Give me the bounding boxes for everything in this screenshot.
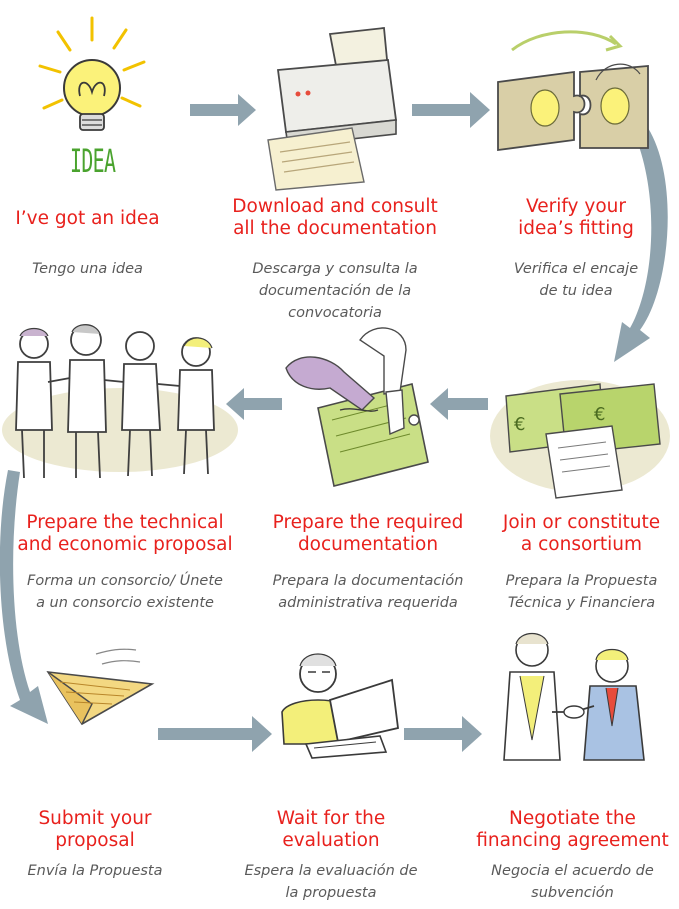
step-5-subtitle: Prepara la documentación administrativa … [272,573,464,611]
step-8-subtitle: Espera la evaluación de la propuesta [244,863,418,901]
signing-icon [285,327,429,487]
laptop-user-icon [281,653,399,759]
svg-text:€: € [594,404,605,425]
step-7-subtitle: Envía la Propuesta [27,863,163,879]
step-9-subtitle: Negocia el acuerdo de subvención [491,863,654,901]
paper-plane-icon [46,648,155,726]
team-icon [2,324,238,479]
printer-icon [267,27,398,191]
step-9-title: Negotiate the financing agreement [476,808,669,851]
money-icon: € € [490,380,670,499]
step-7-title: Submit your proposal [38,808,152,851]
arrow-5-to-4 [226,388,282,420]
arrow-1-to-2 [190,94,256,126]
handshake-icon [503,632,645,761]
lightbulb-icon [38,16,146,131]
idea-word: IDEA [70,142,116,180]
step-3-subtitle: Verifica el encaje de tu idea [513,261,639,299]
step-4-subtitle: Forma un consorcio/ Únete a un consorcio… [27,573,223,611]
step-8-title: Wait for the evaluation [276,808,386,851]
step-6-title: Join or constitute a consortium [502,512,661,555]
svg-text:€: € [514,414,525,435]
arrow-4-to-7 [0,470,48,724]
arrow-8-to-9 [404,716,482,752]
arrow-7-to-8 [158,716,272,752]
puzzle-icon [497,30,649,152]
arrow-3-to-6 [614,128,668,362]
arrow-6-to-5 [430,388,488,420]
arrow-2-to-3 [412,92,490,128]
step-2-title: Download and consult all the documentati… [232,196,438,239]
step-6-subtitle: Prepara la Propuesta Técnica y Financier… [505,573,658,611]
step-2-subtitle: Descarga y consulta la documentación de … [252,261,418,321]
step-4-title: Prepare the technical and economic propo… [17,512,233,555]
step-1-subtitle: Tengo una idea [32,261,143,277]
step-1-title: I’ve got an idea [15,208,160,229]
step-3-title: Verify your idea’s fitting [518,196,634,239]
step-5-title: Prepare the required documentation [272,512,464,555]
